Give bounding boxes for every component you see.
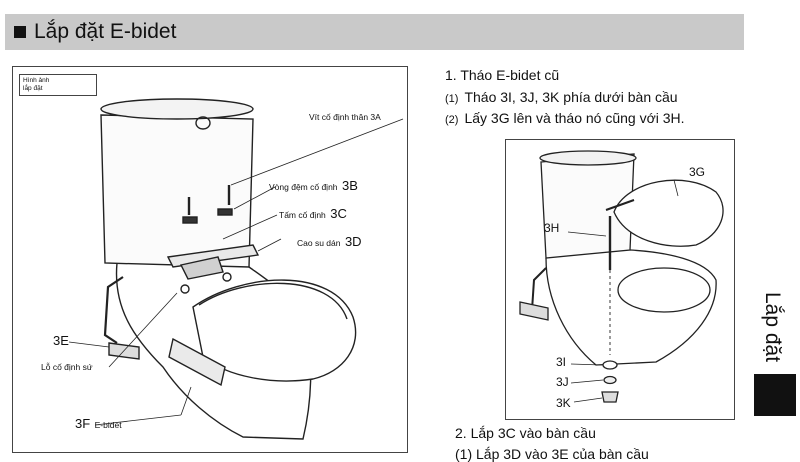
- toilet-bidet-illustration: [68, 98, 404, 440]
- label-3h: 3H: [544, 221, 560, 235]
- removal-figure: 3G 3H 3I 3J 3K: [505, 139, 735, 420]
- step1-item2: (2)Lấy 3G lên và tháo nó cũng với 3H.: [445, 110, 685, 126]
- label-3d: Cao su dán 3D: [297, 234, 362, 249]
- section-header: Lắp đặt E-bidet: [5, 14, 744, 50]
- label-3j: 3J: [556, 375, 569, 389]
- step2-title: 2. Lắp 3C vào bàn cầu: [455, 425, 596, 441]
- installation-figure: Hình ảnh lắp đặt Vít cố định thân 3A Vòn…: [12, 66, 408, 453]
- step1-title: 1. Tháo E-bidet cũ: [445, 67, 560, 83]
- label-3e: 3E: [53, 333, 69, 348]
- side-tab-marker: [754, 374, 796, 416]
- step2-item1: (1) Lắp 3D vào 3E của bàn cầu: [455, 446, 649, 462]
- label-3k: 3K: [556, 396, 571, 410]
- step1-item1: (1)Tháo 3I, 3J, 3K phía dưới bàn cầu: [445, 89, 678, 105]
- side-tab-label: Lắp đặt: [761, 291, 784, 363]
- label-3a: Vít cố định thân 3A: [309, 112, 381, 122]
- toilet-removal-illustration: [519, 150, 724, 403]
- label-3f: 3F E-bidet: [75, 416, 122, 431]
- side-tab: Lắp đặt: [752, 282, 792, 372]
- label-3g: 3G: [689, 165, 706, 179]
- label-3c: Tấm cố định 3C: [279, 206, 347, 221]
- bullet-square-icon: [14, 26, 26, 38]
- figure-caption: Hình ảnh lắp đặt: [19, 74, 97, 96]
- label-lo-co-dinh: Lỗ cố định sứ: [41, 362, 93, 372]
- label-3i: 3I: [556, 355, 567, 369]
- label-3b: Vòng đệm cố định 3B: [269, 178, 358, 193]
- section-title: Lắp đặt E-bidet: [34, 20, 177, 43]
